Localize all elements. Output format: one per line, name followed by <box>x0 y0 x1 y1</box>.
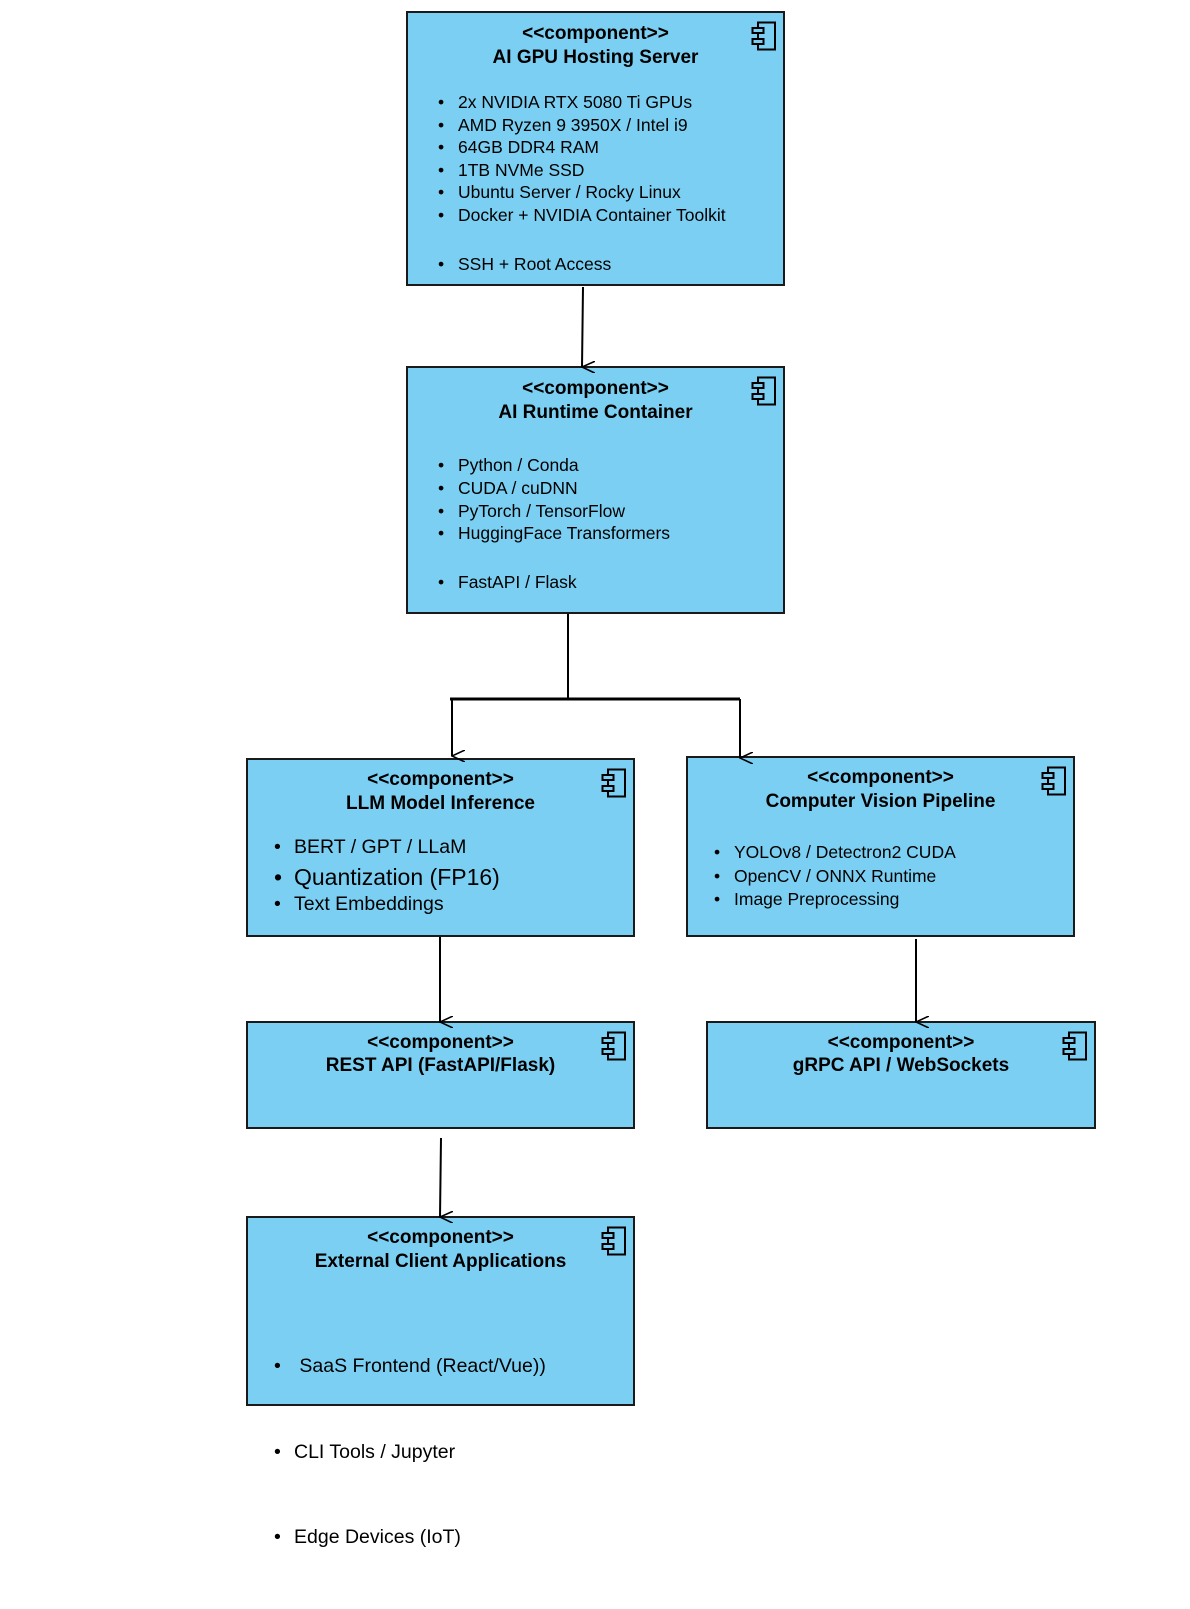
arrow-server-to-runtime <box>582 286 583 367</box>
list-item: 64GB DDR4 RAM <box>438 136 726 159</box>
list-item: Edge Devices (IoT) <box>274 1523 546 1552</box>
stereotype-label: <<component>> <box>367 1032 514 1053</box>
component-name: gRPC API / WebSockets <box>792 1055 1010 1076</box>
spec-list: Python / Conda CUDA / cuDNN PyTorch / Te… <box>438 454 670 545</box>
list-item: Docker + NVIDIA Container Toolkit <box>438 204 726 227</box>
list-item: AMD Ryzen 9 3950X / Intel i9 <box>438 114 726 137</box>
stereotype-label: <<component>> <box>827 1032 975 1053</box>
component-name: AI GPU Hosting Server <box>492 47 699 68</box>
stereotype-label: <<component>> <box>367 1227 514 1248</box>
component-icon <box>751 21 776 51</box>
list-item: 2x NVIDIA RTX 5080 Ti GPUs <box>438 91 726 114</box>
list-item: Quantization (FP16) <box>274 864 500 893</box>
list-item: BERT / GPT / LLaM <box>274 836 500 864</box>
component-icon <box>601 768 626 798</box>
component-name: REST API (FastAPI/Flask) <box>325 1055 556 1076</box>
component-llm-model-inference: <<component>> LLM Model Inference BERT /… <box>246 758 635 937</box>
component-icon <box>751 376 776 406</box>
component-name: External Client Applications <box>314 1251 567 1272</box>
component-ai-gpu-hosting-server: <<component>> AI GPU Hosting Server 2x N… <box>406 11 785 286</box>
component-icon <box>1041 766 1066 796</box>
list-item: OpenCV / ONNX Runtime <box>714 865 956 889</box>
list-item: SaaS Frontend (React/Vue)) <box>274 1352 546 1381</box>
stereotype-label: <<component>> <box>367 769 514 790</box>
stereotype-label: <<component>> <box>807 767 954 788</box>
stereotype-label: <<component>> <box>522 23 669 44</box>
list-item: YOLOv8 / Detectron2 CUDA <box>714 841 956 865</box>
component-icon <box>1062 1031 1087 1061</box>
list-item: Ubuntu Server / Rocky Linux <box>438 181 726 204</box>
list-item: PyTorch / TensorFlow <box>438 500 670 523</box>
list-item: Image Preprocessing <box>714 888 956 912</box>
component-grpc-api: <<component>> gRPC API / WebSockets <box>706 1021 1096 1129</box>
component-icon <box>601 1226 626 1256</box>
list-item: HuggingFace Transformers <box>438 522 670 545</box>
list-item: CUDA / cuDNN <box>438 477 670 500</box>
spec-list: 2x NVIDIA RTX 5080 Ti GPUs AMD Ryzen 9 3… <box>438 91 726 226</box>
connectors <box>0 286 1190 1410</box>
component-name: LLM Model Inference <box>346 793 535 814</box>
spec-list-extra: SSH + Root Access <box>438 253 611 276</box>
list-item: CLI Tools / Jupyter <box>274 1438 546 1467</box>
component-diagram: <<component>> AI GPU Hosting Server 2x N… <box>0 0 1190 1410</box>
arrow-rest-to-clients <box>440 1137 441 1217</box>
spec-list: BERT / GPT / LLaM Quantization (FP16) Te… <box>274 836 500 921</box>
component-name: Computer Vision Pipeline <box>765 791 996 812</box>
component-rest-api: <<component>> REST API (FastAPI/Flask) <box>246 1021 635 1129</box>
spec-list-extra: FastAPI / Flask <box>438 571 577 594</box>
component-name: AI Runtime Container <box>498 402 693 423</box>
list-item: 1TB NVMe SSD <box>438 159 726 182</box>
spec-list: YOLOv8 / Detectron2 CUDA OpenCV / ONNX R… <box>714 841 956 912</box>
list-item: FastAPI / Flask <box>438 571 577 594</box>
stereotype-label: <<component>> <box>522 378 669 399</box>
component-ai-runtime-container: <<component>> AI Runtime Container Pytho… <box>406 366 785 614</box>
component-computer-vision-pipeline: <<component>> Computer Vision Pipeline Y… <box>686 756 1075 937</box>
component-icon <box>601 1031 626 1061</box>
list-item: Text Embeddings <box>274 893 500 921</box>
list-item: SSH + Root Access <box>438 253 611 276</box>
list-item: Python / Conda <box>438 454 670 477</box>
